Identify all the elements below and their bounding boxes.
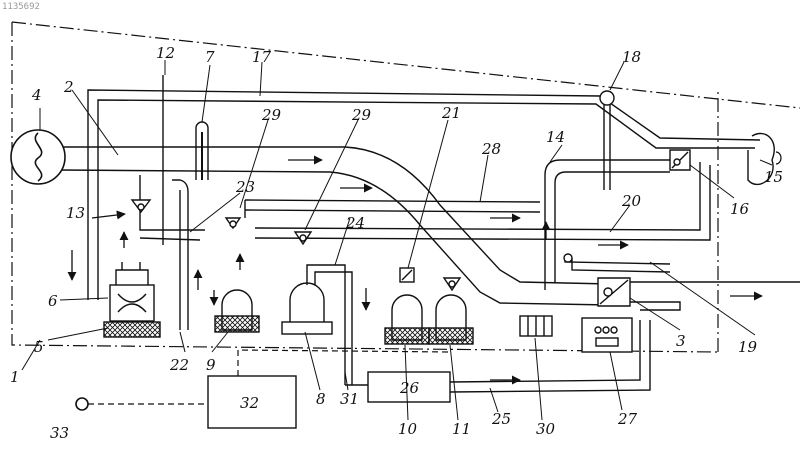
label-32: 32 xyxy=(240,394,259,412)
label-27: 27 xyxy=(617,410,638,428)
label-9: 9 xyxy=(206,356,216,374)
fan-4 xyxy=(11,130,65,184)
label-6: 6 xyxy=(48,292,58,310)
label-19: 19 xyxy=(738,338,758,356)
tank-11 xyxy=(429,295,473,344)
unit-30 xyxy=(520,316,552,336)
label-4: 4 xyxy=(31,86,42,104)
label-14: 14 xyxy=(546,128,565,146)
duct-28 xyxy=(245,200,540,218)
valve-21 xyxy=(400,268,414,282)
label-3: 3 xyxy=(676,332,686,350)
label-33: 33 xyxy=(50,424,69,442)
label-21: 21 xyxy=(441,104,461,122)
label-11: 11 xyxy=(452,420,471,438)
tank-9 xyxy=(215,290,259,332)
valve-13 xyxy=(132,200,150,212)
label-17: 17 xyxy=(252,48,272,66)
valve-18 xyxy=(600,91,614,190)
label-12: 12 xyxy=(156,44,175,62)
ducting-19 xyxy=(564,254,670,272)
label-5: 5 xyxy=(34,338,44,356)
label-8: 8 xyxy=(316,390,326,408)
duct-23 xyxy=(140,175,205,240)
valve-11-top xyxy=(444,278,460,290)
label-18: 18 xyxy=(622,48,641,66)
pipe-12 xyxy=(163,75,188,330)
label-29-right: 29 xyxy=(351,106,372,124)
label-20: 20 xyxy=(621,192,642,210)
label-31: 31 xyxy=(340,390,359,408)
label-15: 15 xyxy=(764,168,783,186)
label-22: 22 xyxy=(169,356,189,374)
tank-8 xyxy=(282,283,332,334)
main-duct-2 xyxy=(60,147,610,305)
label-25: 25 xyxy=(491,410,511,428)
label-1: 1 xyxy=(10,368,20,386)
tank-10 xyxy=(385,295,429,344)
label-10: 10 xyxy=(398,420,418,438)
outlet-pipe xyxy=(630,282,800,310)
unit-27 xyxy=(582,318,632,352)
svg-text:1135692: 1135692 xyxy=(2,2,40,12)
valve-3 xyxy=(598,278,630,306)
valve-16 xyxy=(670,150,690,170)
label-30: 30 xyxy=(536,420,556,438)
label-13: 13 xyxy=(66,204,85,222)
label-28: 28 xyxy=(481,140,501,158)
corner-code: 1135692 xyxy=(2,2,40,12)
label-23: 23 xyxy=(235,178,255,196)
label-26: 26 xyxy=(399,379,420,397)
unit-6 xyxy=(104,262,160,337)
label-24: 24 xyxy=(345,214,365,232)
label-7: 7 xyxy=(205,48,215,66)
label-29-left: 29 xyxy=(261,106,282,124)
valve-29-left xyxy=(226,218,240,228)
label-2: 2 xyxy=(63,78,74,96)
label-16: 16 xyxy=(730,200,750,218)
